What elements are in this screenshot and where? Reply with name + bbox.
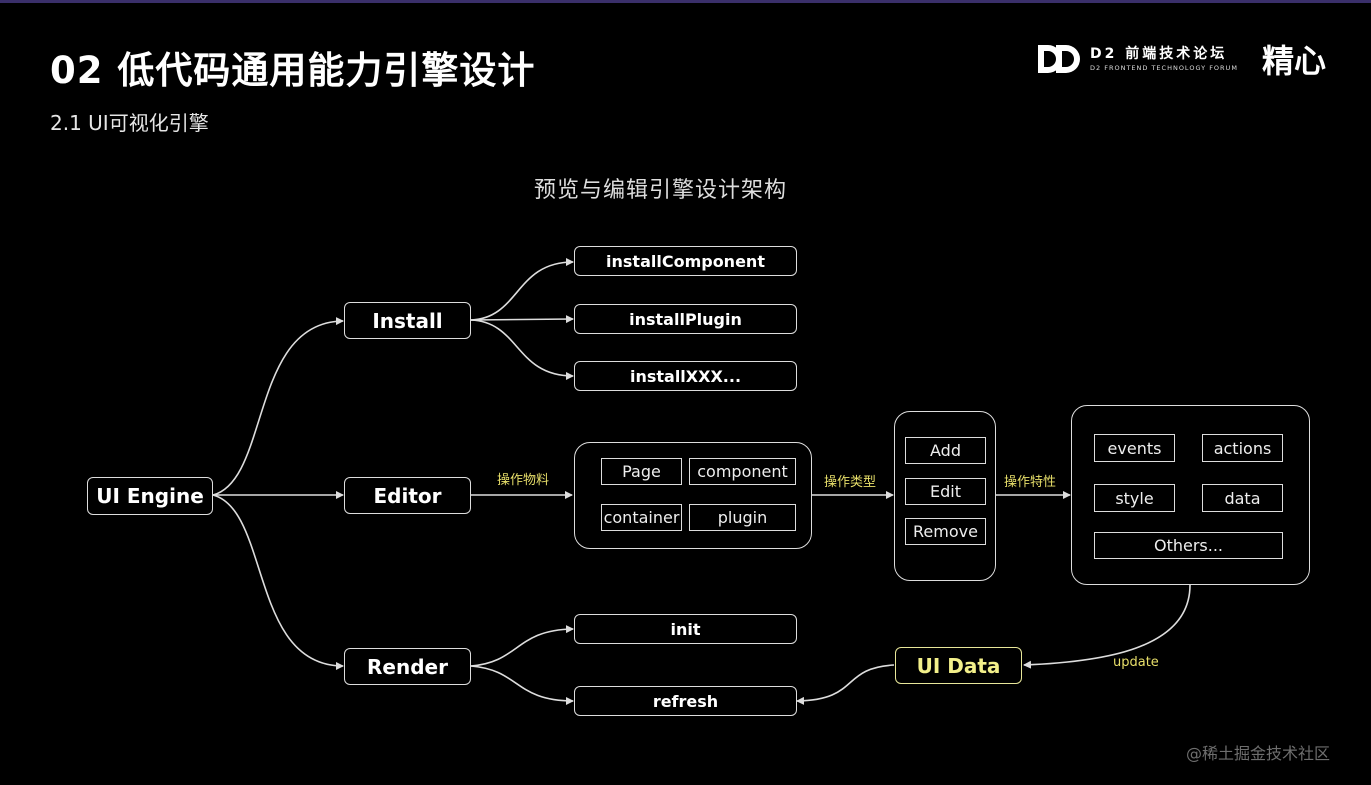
feature-others: Others... [1094, 532, 1283, 559]
operation-types-group: Add Edit Remove [894, 411, 996, 581]
section-subtitle: 2.1 UI可视化引擎 [50, 111, 209, 135]
page-title: 02 低代码通用能力引擎设计 [50, 49, 536, 92]
brand-subtitle: D2 FRONTEND TECHNOLOGY FORUM [1090, 64, 1238, 72]
install-plugin-node: installPlugin [574, 304, 797, 334]
install-node: Install [344, 302, 471, 339]
materials-group: Page component container plugin [574, 442, 812, 549]
refresh-node: refresh [574, 686, 797, 716]
install-component-node: installComponent [574, 246, 797, 276]
label-update: update [1113, 655, 1159, 670]
op-remove: Remove [905, 518, 986, 545]
edge-install-plugin [470, 315, 574, 324]
render-node: Render [344, 648, 471, 685]
brand-mark: 精心 [1262, 42, 1327, 80]
edge-engine-render [212, 494, 344, 670]
edge-features-uidata [1023, 584, 1191, 669]
label-operation-types: 操作类型 [824, 475, 877, 490]
install-xxx-node: installXXX... [574, 361, 797, 391]
edge-uidata-refresh [796, 664, 895, 705]
edge-render-refresh [470, 665, 574, 705]
material-component: component [689, 458, 796, 485]
edge-install-xxx [470, 319, 574, 380]
init-node: init [574, 614, 797, 644]
edge-engine-install [212, 317, 344, 496]
op-add: Add [905, 437, 986, 464]
feature-events: events [1094, 434, 1175, 462]
op-edit: Edit [905, 478, 986, 505]
feature-style: style [1094, 484, 1175, 512]
ui-engine-node: UI Engine [87, 477, 213, 515]
watermark: @稀土掘金技术社区 [1186, 744, 1331, 763]
edge-render-init [470, 625, 574, 667]
d2-logo-icon [1038, 45, 1080, 73]
diagram-title: 预览与编辑引擎设计架构 [533, 178, 787, 203]
editor-node: Editor [344, 477, 471, 514]
material-container: container [601, 504, 682, 531]
brand-name: D2 前端技术论坛 [1090, 46, 1228, 62]
label-operate-materials: 操作物料 [497, 473, 550, 488]
material-page: Page [601, 458, 682, 485]
top-accent-bar [0, 0, 1371, 3]
material-plugin: plugin [689, 504, 796, 531]
operation-features-group: events actions style data Others... [1071, 405, 1310, 585]
feature-data: data [1202, 484, 1283, 512]
ui-data-node: UI Data [895, 647, 1022, 684]
feature-actions: actions [1202, 434, 1283, 462]
label-operation-features: 操作特性 [1004, 475, 1057, 490]
edge-install-component [470, 258, 574, 321]
